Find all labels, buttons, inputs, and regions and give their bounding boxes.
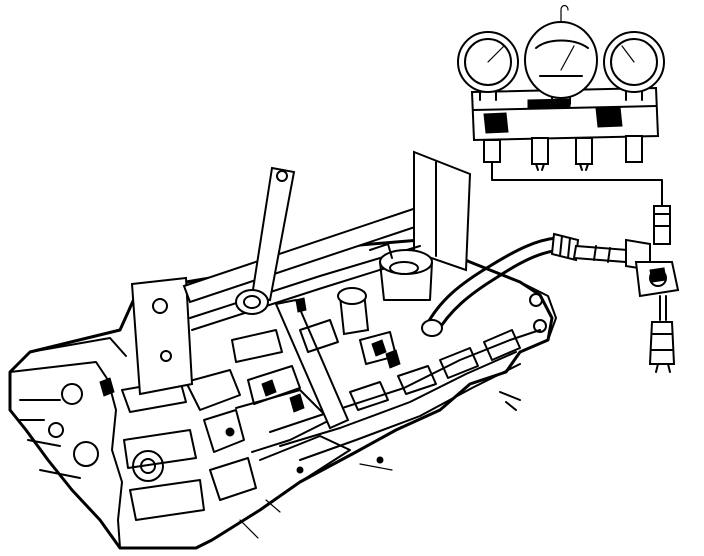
gauge-line [491, 159, 663, 207]
pressure-gauge-left [457, 31, 519, 101]
air-coupler [572, 205, 680, 373]
pressure-gauge-right [603, 31, 665, 101]
air-hose [421, 232, 580, 337]
pressure-gauge-center [524, 4, 598, 105]
leakdown-gauge-manifold [470, 86, 660, 171]
valve-spring-compressor [130, 150, 472, 430]
